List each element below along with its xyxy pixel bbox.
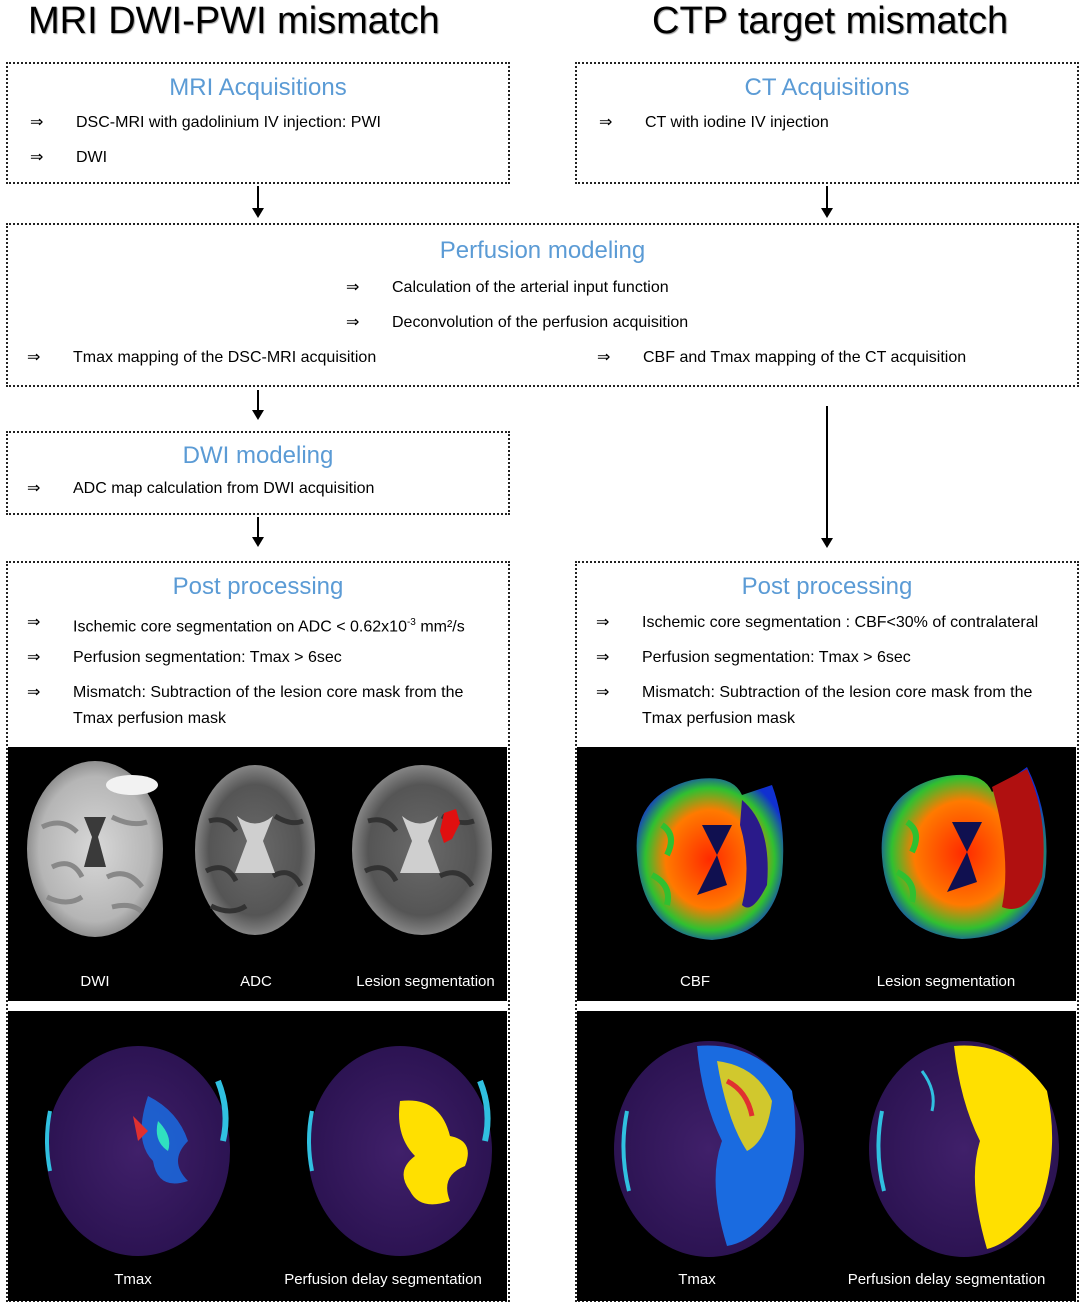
arrow-head-icon [252,537,264,547]
implies-arrow-icon: ⇒ [30,114,44,131]
post-left-item-mismatch: ⇒Mismatch: Subtraction of the lesion cor… [27,680,463,732]
ct-image-panel-row2: Tmax Perfusion delay segmentation [577,1011,1076,1301]
implies-arrow-icon: ⇒ [596,649,610,666]
dwi-modeling-title: DWI modeling [182,442,334,469]
perfusion-item-ct-maps: ⇒CBF and Tmax mapping of the CT acquisit… [597,345,966,371]
implies-arrow-icon: ⇒ [27,480,41,497]
caption-perfusion-delay-ct: Perfusion delay segmentation [847,1271,1046,1288]
implies-arrow-icon: ⇒ [599,114,613,131]
implies-arrow-icon: ⇒ [30,149,44,166]
arrow-ct-to-perfusion [826,186,828,210]
implies-arrow-icon: ⇒ [27,614,41,631]
caption-lesion-segmentation-ct: Lesion segmentation [876,973,1016,990]
implies-arrow-icon: ⇒ [346,314,360,331]
arrow-head-icon [252,208,264,218]
left-main-title: MRI DWI-PWI mismatch [28,0,440,42]
arrow-head-icon [821,538,833,548]
mri-image-panel-row2: Tmax Perfusion delay segmentation [8,1011,507,1301]
implies-arrow-icon: ⇒ [27,649,41,666]
implies-arrow-icon: ⇒ [596,614,610,631]
perfusion-item-aif: ⇒Calculation of the arterial input funct… [346,275,669,301]
mri-acquisitions-box: MRI Acquisitions ⇒DSC-MRI with gadoliniu… [6,62,510,184]
ct-acq-item-1: ⇒CT with iodine IV injection [599,110,829,136]
perfusion-item-deconvolution: ⇒Deconvolution of the perfusion acquisit… [346,310,688,336]
caption-tmax-ct: Tmax [678,1271,716,1288]
caption-tmax-mri: Tmax [114,1271,152,1288]
caption-dwi: DWI [80,973,110,990]
lesion-segmentation-ct-brain-image [881,767,1047,939]
ct-image-panel-row1: CBF Lesion segmentation [577,747,1076,1001]
perfusion-delay-ct-brain-image [869,1041,1059,1257]
caption-adc: ADC [240,973,272,990]
mri-acq-item-2: ⇒DWI [30,145,107,171]
implies-arrow-icon: ⇒ [596,684,610,701]
arrow-mri-to-perfusion [257,186,259,210]
perfusion-modeling-box: Perfusion modeling ⇒Calculation of the a… [6,223,1079,387]
implies-arrow-icon: ⇒ [27,684,41,701]
implies-arrow-icon: ⇒ [27,349,41,366]
arrow-head-icon [821,208,833,218]
post-right-item-core: ⇒Ischemic core segmentation : CBF<30% of… [596,610,1038,636]
post-processing-right-box: Post processing ⇒Ischemic core segmentat… [575,561,1079,1302]
implies-arrow-icon: ⇒ [597,349,611,366]
arrow-perfusion-to-dwi [257,390,259,412]
dwi-modeling-box: DWI modeling ⇒ADC map calculation from D… [6,431,510,515]
arrow-dwi-to-post [257,517,259,539]
tmax-mri-brain-image [45,1046,230,1256]
dwi-item-adc: ⇒ADC map calculation from DWI acquisitio… [27,476,374,502]
tmax-ct-brain-image [614,1041,804,1257]
lesion-segmentation-brain-image [352,765,492,935]
caption-cbf: CBF [680,973,710,990]
dwi-brain-image [27,761,163,937]
perfusion-item-tmax-mri: ⇒Tmax mapping of the DSC-MRI acquisition [27,345,376,371]
post-right-title: Post processing [741,573,913,600]
mri-image-panel-row1: DWI ADC Lesion segmentation [8,747,507,1001]
post-left-title: Post processing [172,573,344,600]
post-left-item-perfusion: ⇒Perfusion segmentation: Tmax > 6sec [27,645,342,671]
post-right-item-mismatch: ⇒Mismatch: Subtraction of the lesion cor… [596,680,1032,732]
perfusion-modeling-title: Perfusion modeling [439,237,646,264]
post-processing-left-box: Post processing ⇒Ischemic core segmentat… [6,561,510,1302]
caption-perfusion-delay-mri: Perfusion delay segmentation [284,1271,482,1288]
ct-acquisitions-box: CT Acquisitions ⇒CT with iodine IV injec… [575,62,1079,184]
perfusion-delay-mri-brain-image [307,1046,492,1256]
ct-acquisitions-title: CT Acquisitions [744,74,910,101]
arrow-head-icon [252,410,264,420]
caption-lesion-segmentation-mri: Lesion segmentation [356,973,495,990]
right-main-title: CTP target mismatch [652,0,1009,42]
implies-arrow-icon: ⇒ [346,279,360,296]
arrow-perfusion-to-ct-post [826,406,828,540]
post-right-item-perfusion: ⇒Perfusion segmentation: Tmax > 6sec [596,645,911,671]
adc-brain-image [195,765,315,935]
cbf-brain-image [636,778,784,940]
post-left-item-core: ⇒Ischemic core segmentation on ADC < 0.6… [27,610,465,640]
mri-acq-item-1: ⇒DSC-MRI with gadolinium IV injection: P… [30,110,381,136]
mri-acquisitions-title: MRI Acquisitions [169,74,347,101]
